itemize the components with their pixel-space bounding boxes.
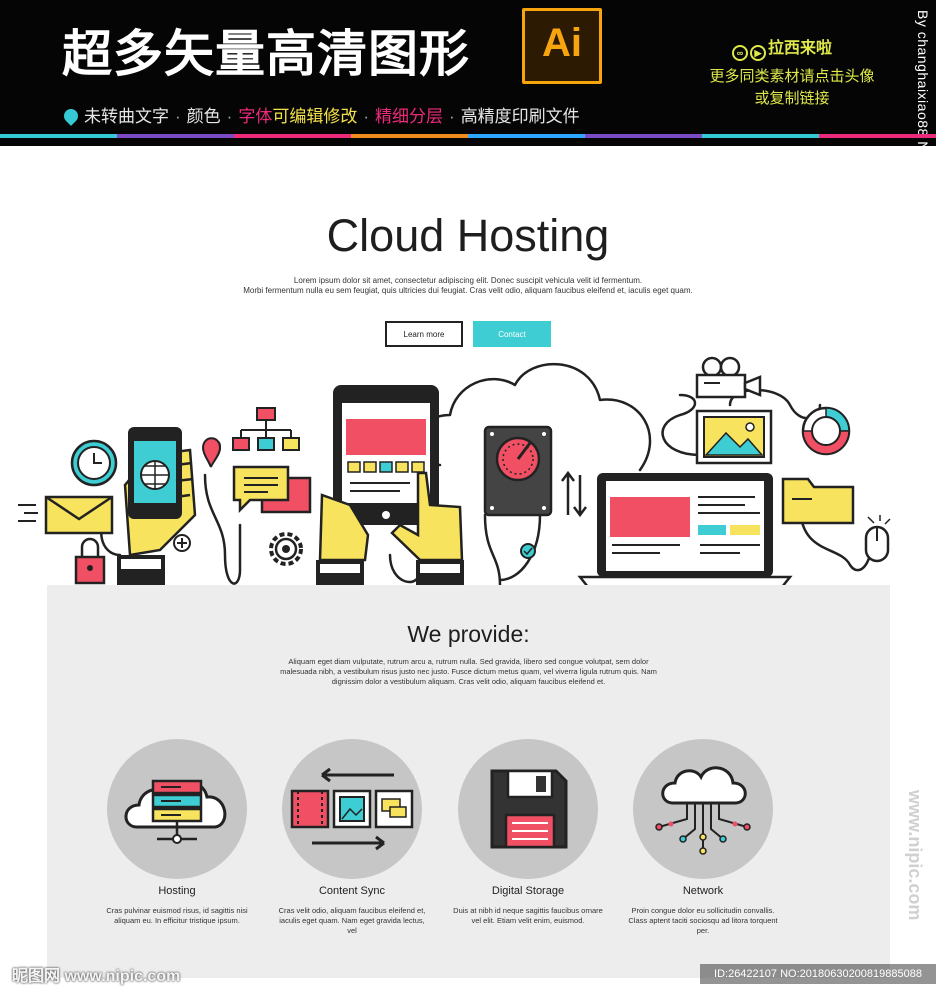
content-sync-icon	[290, 767, 414, 851]
service-description: Proin congue dolor eu sollicitudin conva…	[628, 906, 778, 935]
promo-banner: 超多矢量高清图形 Ai 未转曲文字·颜色·字体可编辑修改·精细分层·高精度印刷文…	[0, 0, 936, 330]
color-bar-segment	[0, 134, 117, 138]
watermark-side: www.nipic.com	[905, 790, 925, 921]
service-icon-circle	[458, 739, 598, 879]
author-link[interactable]: ∞▶拉西来啦	[732, 34, 832, 61]
hero-description: Lorem ipsum dolor sit amet, consectetur …	[243, 276, 693, 295]
lock-icon	[74, 537, 106, 585]
banner-subtitle: 未转曲文字·颜色·字体可编辑修改·精细分层·高精度印刷文件	[61, 102, 580, 127]
donut-chart-icon	[801, 406, 851, 456]
image-frame-icon	[695, 409, 773, 465]
banner-sub-3: 字体	[238, 107, 273, 126]
banner-sub-4: 可编辑修改	[272, 107, 358, 126]
banner-title: 超多矢量高清图形	[62, 26, 470, 82]
banner-sub-2: 颜色	[186, 107, 221, 126]
smartphone-hand-icon	[117, 427, 197, 585]
learn-more-button[interactable]: Learn more	[385, 321, 463, 347]
cloud-server-icon	[124, 779, 227, 844]
services-title: We provide:	[407, 621, 530, 647]
service-title: Network	[682, 885, 724, 897]
map-pin-icon	[201, 437, 222, 468]
color-bar-segment	[117, 134, 234, 138]
folder-icon	[781, 477, 855, 525]
service-description: Cras pulvinar euismod risus, id sagittis…	[106, 906, 248, 925]
service-title: Content Sync	[318, 885, 386, 897]
illustrator-logo: Ai	[522, 8, 602, 84]
cloud-hosting-illustration	[18, 356, 891, 589]
color-bar-segment	[702, 134, 819, 138]
service-icon-circle	[107, 739, 247, 879]
cloud-network-icon	[655, 766, 751, 855]
mouse-icon	[864, 515, 891, 563]
ai-logo-text: Ai	[542, 21, 582, 65]
color-bar	[0, 134, 936, 138]
watermark-id: ID:26422107 NO:20180630200819885088	[700, 964, 936, 984]
service-description: Duis at nibh id neque sagittis faucibus …	[453, 906, 603, 925]
gear-icon	[269, 532, 303, 566]
sync-arrows-icon	[561, 470, 587, 518]
service-title: Digital Storage	[491, 885, 565, 897]
clock-icon	[70, 439, 118, 487]
vertical-id: By changhaixiao88 No.2018063020081988508…	[915, 10, 931, 331]
color-bar-segment	[585, 134, 702, 138]
play-icon: ▶	[750, 45, 766, 61]
banner-sub-1: 未转曲文字	[84, 107, 169, 126]
link-icon: ∞	[732, 45, 748, 61]
banner-sub-5: 精细分层	[375, 107, 444, 126]
location-pin-icon	[61, 106, 81, 126]
contact-button[interactable]: Contact	[473, 321, 551, 347]
banner-sub-6: 高精度印刷文件	[460, 107, 580, 126]
service-description: Cras velit odio, aliquam faucibus eleife…	[278, 906, 426, 935]
server-gauge-icon	[483, 425, 553, 559]
mail-icon	[18, 495, 114, 535]
chat-bubbles-icon	[232, 465, 312, 514]
color-bar-segment	[351, 134, 468, 138]
hero-title: Cloud Hosting	[326, 210, 610, 261]
color-bar-segment	[234, 134, 351, 138]
tablet-icon	[316, 385, 464, 586]
color-bar-segment	[468, 134, 585, 138]
watermark-left: 昵图网 www.nipic.com	[12, 968, 181, 985]
hierarchy-icon	[232, 407, 300, 451]
service-title: Hosting	[158, 885, 196, 897]
floppy-disk-icon	[490, 769, 568, 849]
service-icon-circle	[282, 739, 422, 879]
services-section: We provide: Aliquam eget diam vulputate,…	[47, 585, 890, 978]
laptop-icon	[577, 473, 793, 589]
service-icon-circle	[633, 739, 773, 879]
color-bar-segment	[819, 134, 936, 138]
banner-more-text: 更多同类素材请点击头像或复制链接	[709, 68, 875, 107]
services-description: Aliquam eget diam vulputate, rutrum arcu…	[280, 657, 657, 686]
video-camera-icon	[695, 356, 762, 399]
